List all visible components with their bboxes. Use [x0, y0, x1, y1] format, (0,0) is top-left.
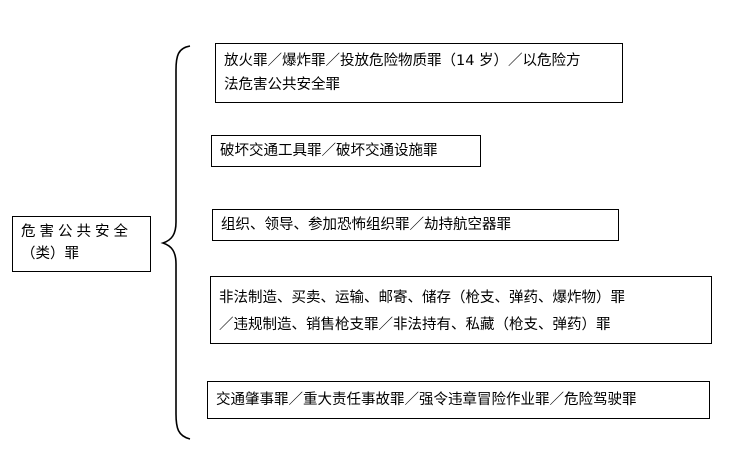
branch-node-3: 组织、领导、参加恐怖组织罪／劫持航空器罪	[212, 209, 619, 241]
branch-node-4: 非法制造、买卖、运输、邮寄、储存（枪支、弹药、爆炸物）罪 ／违规制造、销售枪支罪…	[210, 276, 712, 344]
root-label-line2: （类）罪	[21, 246, 79, 262]
branch-1-line-1: 放火罪／爆炸罪／投放危险物质罪（14 岁）／以危险方	[224, 53, 581, 69]
branch-node-5: 交通肇事罪／重大责任事故罪／强令违章冒险作业罪／危险驾驶罪	[207, 381, 710, 419]
branch-4-line-1: 非法制造、买卖、运输、邮寄、储存（枪支、弹药、爆炸物）罪	[219, 290, 625, 306]
branch-node-1: 放火罪／爆炸罪／投放危险物质罪（14 岁）／以危险方 法危害公共安全罪	[215, 43, 623, 103]
brace-path	[160, 45, 191, 440]
root-label-line1: 危害公共安全	[21, 224, 132, 240]
root-node: 危害公共安全 （类）罪	[12, 216, 151, 272]
branch-2-line-1: 破坏交通工具罪／破坏交通设施罪	[220, 143, 438, 159]
branch-node-2: 破坏交通工具罪／破坏交通设施罪	[211, 135, 481, 167]
branch-3-line-1: 组织、领导、参加恐怖组织罪／劫持航空器罪	[221, 217, 511, 233]
branch-1-line-2: 法危害公共安全罪	[224, 77, 340, 93]
branch-5-line-1: 交通肇事罪／重大责任事故罪／强令违章冒险作业罪／危险驾驶罪	[216, 392, 637, 408]
branch-4-line-2: ／违规制造、销售枪支罪／非法持有、私藏（枪支、弹药）罪	[219, 317, 611, 333]
